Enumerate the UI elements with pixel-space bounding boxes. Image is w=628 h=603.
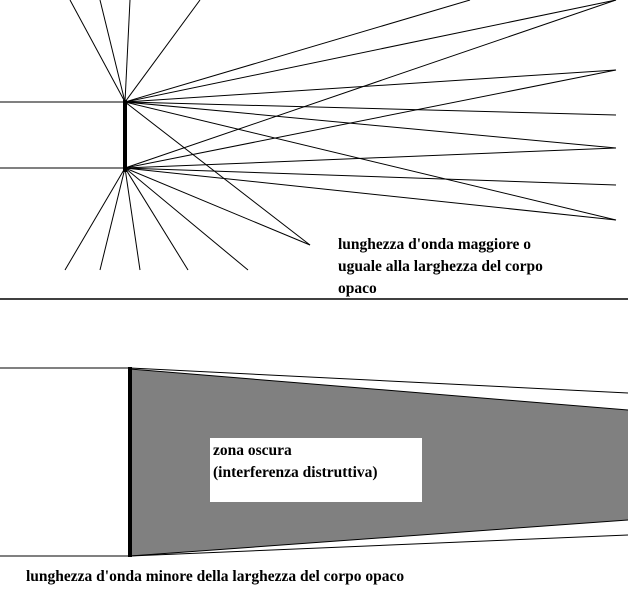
- diffracted-ray-lower-edge-9: [124, 147, 617, 169]
- diffracted-ray-upper-edge-2: [99, 0, 126, 103]
- bottom-edge-ray-upper: [129, 367, 628, 394]
- diffracted-ray-upper-edge-4: [124, 0, 201, 103]
- top-caption-line-3: opaco: [338, 280, 377, 297]
- diffracted-ray-upper-edge-6: [124, 0, 617, 103]
- diffracted-ray-upper-edge-9: [124, 101, 617, 149]
- diffracted-ray-lower-edge-11: [124, 0, 617, 169]
- top-caption-line-1: lunghezza d'onda maggiore o: [338, 236, 532, 253]
- diffracted-ray-upper-edge-3: [124, 0, 131, 103]
- bottom-shadow-edge-lower: [129, 519, 628, 557]
- diffracted-ray-upper-edge-7: [124, 69, 617, 103]
- dark-zone-label: zona oscura (interferenza distruttiva): [213, 440, 378, 484]
- diffracted-ray-lower-edge-7: [124, 167, 617, 221]
- diffracted-ray-lower-edge-6: [124, 167, 311, 246]
- bottom-edge-ray-lower: [129, 534, 628, 557]
- diffracted-ray-lower-edge-2: [99, 167, 126, 271]
- diffracted-ray-upper-edge-1: [69, 0, 126, 103]
- bottom-caption-text: lunghezza d'onda minore della larghezza …: [26, 568, 405, 585]
- diffracted-ray-upper-edge-11: [124, 101, 311, 246]
- diffracted-ray-lower-edge-4: [124, 167, 189, 271]
- diffracted-ray-upper-edge-5: [124, 0, 471, 103]
- diffracted-ray-lower-edge-3: [124, 167, 141, 271]
- diffracted-ray-upper-edge-10: [124, 101, 617, 221]
- bottom-shadow-edge-upper: [129, 368, 628, 411]
- diffracted-ray-lower-edge-10: [124, 69, 617, 169]
- bottom-panel-caption: lunghezza d'onda minore della larghezza …: [26, 566, 404, 588]
- diffracted-ray-lower-edge-5: [124, 167, 249, 271]
- top-panel-rays: [64, 0, 617, 271]
- top-caption-line-2: uguale alla larghezza del corpo: [338, 258, 543, 275]
- diffracted-ray-lower-edge-1: [64, 167, 126, 271]
- dark-zone-label-box: [210, 438, 422, 502]
- dark-zone-line-1: zona oscura: [213, 442, 292, 459]
- top-panel-caption: lunghezza d'onda maggiore o uguale alla …: [338, 234, 543, 300]
- diffracted-ray-upper-edge-8: [124, 101, 617, 116]
- diffracted-ray-lower-edge-8: [124, 167, 617, 186]
- dark-zone-line-2: (interferenza distruttiva): [213, 464, 378, 481]
